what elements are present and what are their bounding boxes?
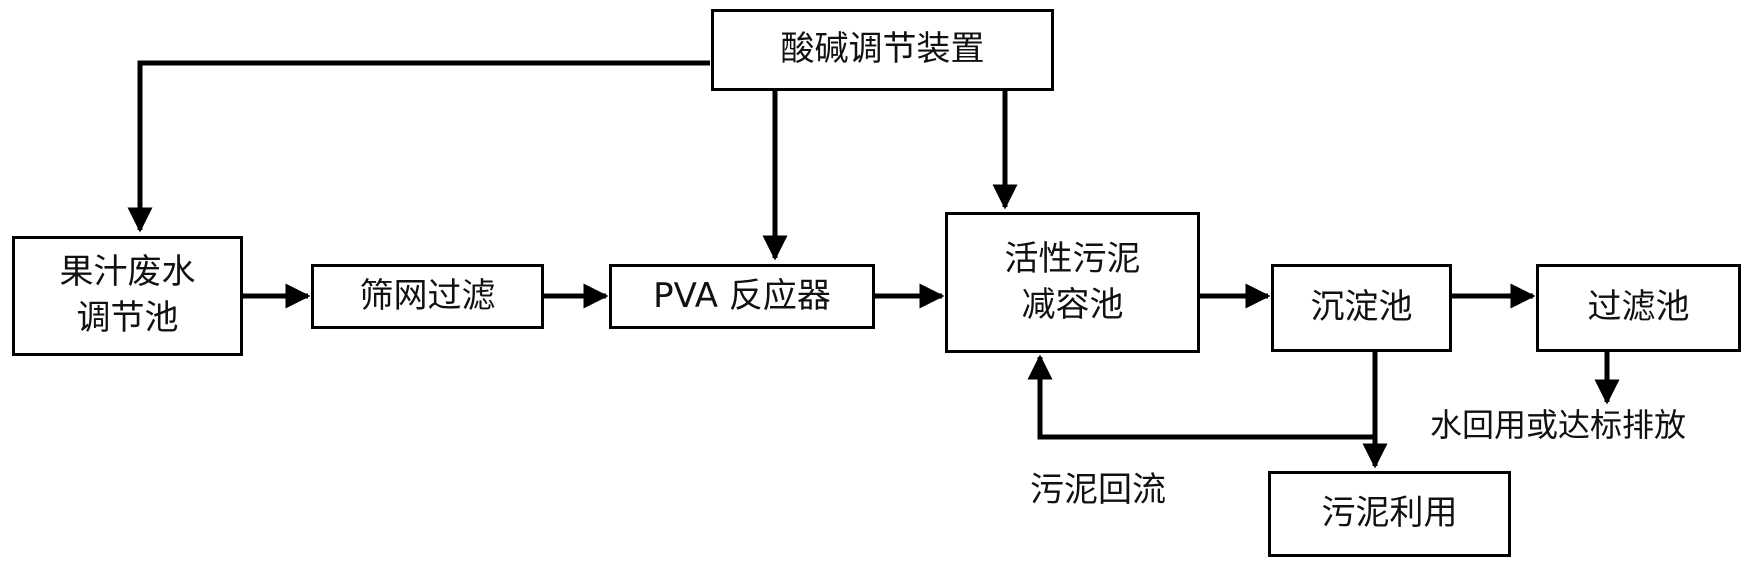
pva-reactor-node: PVA 反应器 xyxy=(609,264,875,329)
sedimentation-tank-node: 沉淀池 xyxy=(1271,264,1452,352)
sludge-utilization-label: 污泥利用 xyxy=(1321,493,1458,534)
screen-filter-label: 筛网过滤 xyxy=(359,275,496,316)
juice-tank-label-line2: 调节池 xyxy=(76,298,179,338)
sludge-tank-label-line1: 活性污泥 xyxy=(1004,238,1141,279)
juice-wastewater-tank-node: 果汁废水 调节池 xyxy=(12,236,243,356)
arrow-acid-to-juice xyxy=(127,60,710,233)
pva-reactor-label: PVA 反应器 xyxy=(653,275,831,316)
arrow-sludge-return xyxy=(1027,354,1375,440)
sludge-tank-label-line2: 减容池 xyxy=(1021,284,1124,325)
sludge-return-label: 污泥回流 xyxy=(1030,470,1166,510)
acid-base-device-label: 酸碱调节装置 xyxy=(780,29,985,70)
water-output-label: 水回用或达标排放 xyxy=(1430,406,1687,444)
screen-filter-node: 筛网过滤 xyxy=(311,264,544,329)
juice-tank-label-line1: 果汁废水 xyxy=(59,252,196,293)
acid-base-device-node: 酸碱调节装置 xyxy=(711,9,1054,91)
filter-tank-label: 过滤池 xyxy=(1587,287,1690,328)
filter-tank-node: 过滤池 xyxy=(1536,264,1741,352)
sludge-utilization-node: 污泥利用 xyxy=(1268,471,1511,557)
activated-sludge-tank-node: 活性污泥 减容池 xyxy=(945,212,1200,353)
sedimentation-tank-label: 沉淀池 xyxy=(1310,287,1413,328)
